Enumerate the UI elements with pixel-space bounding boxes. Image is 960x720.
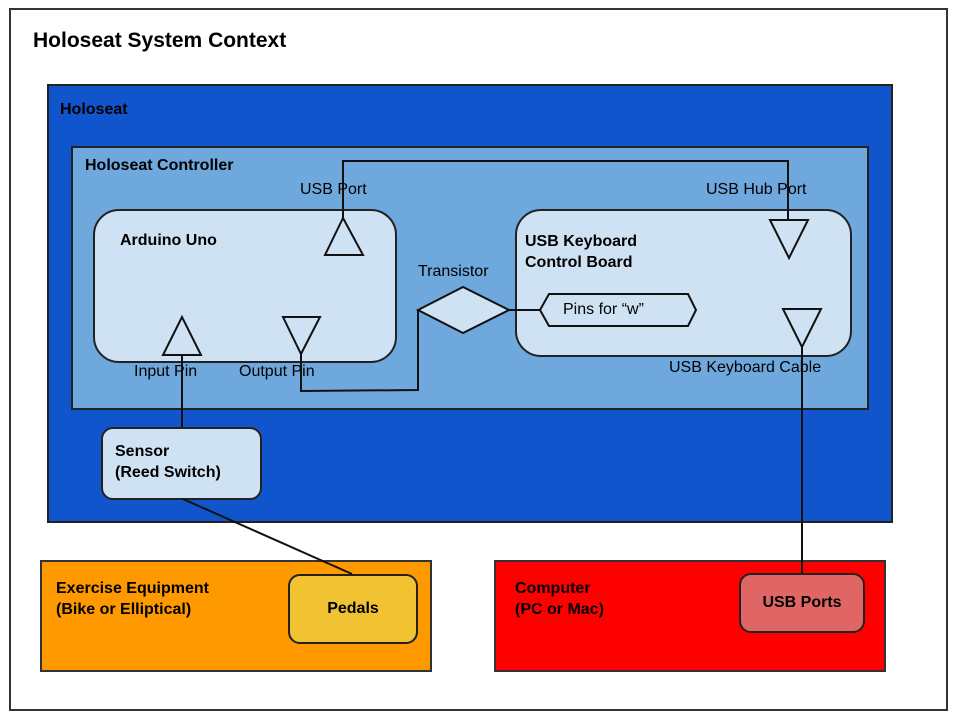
- sensor-label: Sensor (Reed Switch): [115, 441, 221, 483]
- exercise-label-line2: (Bike or Elliptical): [56, 601, 192, 618]
- diagram-title: Holoseat System Context: [33, 29, 287, 52]
- usb-ports-box: USB Ports: [739, 573, 865, 633]
- pins-for-w-label: Pins for “w”: [563, 301, 644, 318]
- sensor-label-line1: Sensor: [115, 443, 170, 460]
- usb-keyboard-control-board-label: USB Keyboard Control Board: [525, 231, 637, 273]
- output-pin-label: Output Pin: [239, 363, 315, 380]
- kbd-label-line2: Control Board: [525, 254, 633, 271]
- sensor-box: [101, 427, 262, 500]
- arduino-uno-label: Arduino Uno: [120, 232, 217, 249]
- usb-keyboard-cable-label: USB Keyboard Cable: [669, 359, 822, 376]
- pedals-label: Pedals: [327, 600, 379, 617]
- computer-label: Computer (PC or Mac): [515, 578, 604, 620]
- input-pin-label: Input Pin: [134, 363, 198, 380]
- sensor-label-line2: (Reed Switch): [115, 464, 221, 481]
- usb-hub-port-label: USB Hub Port: [706, 181, 807, 198]
- exercise-equipment-label: Exercise Equipment (Bike or Elliptical): [56, 578, 209, 620]
- kbd-label-line1: USB Keyboard: [525, 233, 638, 250]
- exercise-label-line1: Exercise Equipment: [56, 580, 209, 597]
- computer-label-line2: (PC or Mac): [515, 601, 604, 618]
- computer-label-line1: Computer: [515, 580, 591, 597]
- usb-port-label: USB Port: [300, 181, 367, 198]
- holoseat-controller-label: Holoseat Controller: [85, 157, 234, 174]
- transistor-label: Transistor: [418, 263, 489, 280]
- pedals-box: Pedals: [288, 574, 418, 644]
- holoseat-label: Holoseat: [60, 101, 128, 118]
- usb-ports-label: USB Ports: [762, 594, 842, 611]
